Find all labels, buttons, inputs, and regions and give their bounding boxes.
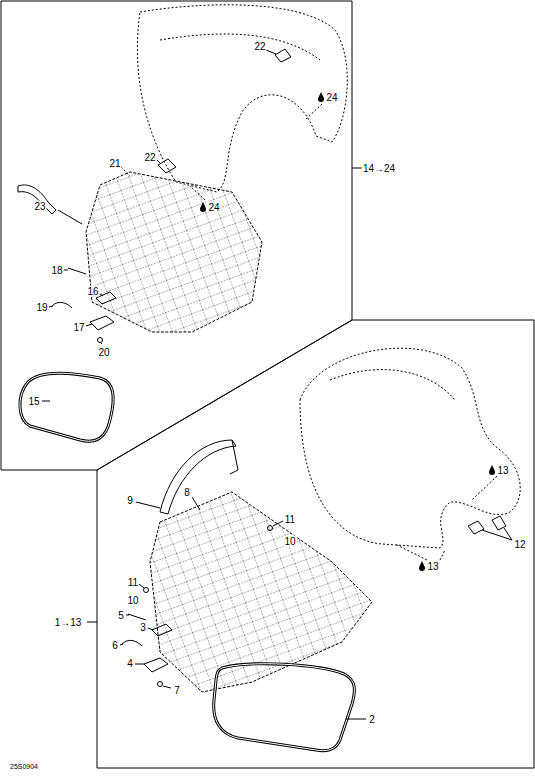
washer [144, 588, 149, 593]
callout-number: 4 [126, 658, 134, 669]
leader-line [163, 686, 171, 688]
callout-number: 6 [111, 640, 119, 651]
callout-number: 20 [97, 347, 110, 358]
leader-line [346, 719, 366, 720]
callout-number: 24 [207, 202, 220, 213]
clip [275, 49, 291, 62]
leader-line [42, 401, 50, 402]
leader-line [126, 615, 129, 616]
callout-number: 18 [50, 265, 63, 276]
callout-number: 3 [139, 622, 147, 633]
seat-base [150, 492, 372, 692]
nut [158, 682, 163, 687]
clip [158, 159, 176, 173]
leader-line [482, 530, 512, 540]
leader-line [472, 476, 497, 500]
leader-line [101, 343, 102, 344]
clip [468, 521, 484, 534]
spring [52, 302, 72, 308]
drop-symbol [200, 202, 206, 212]
callout-number: 5 [117, 610, 125, 621]
drop-symbol [419, 561, 425, 571]
drawing-code: 25S0904 [9, 763, 39, 771]
leader-line [87, 622, 97, 623]
callout-number: 21 [108, 158, 121, 169]
callout-number: 24 [325, 92, 338, 103]
leader-line [64, 270, 68, 271]
washer [268, 526, 273, 531]
latch [90, 316, 114, 330]
nut [98, 338, 103, 343]
callout-number: 23 [33, 201, 46, 212]
callout-number: 2 [368, 714, 376, 725]
callout-number: 11 [284, 514, 296, 525]
callout-number: 10 [126, 595, 139, 606]
callout-number: 10 [283, 536, 296, 547]
spring [122, 640, 142, 646]
leader-line [266, 50, 276, 54]
leader-line [58, 210, 82, 224]
sealant-drops [200, 92, 495, 571]
leader-line [86, 324, 92, 326]
callout-number: 22 [253, 41, 266, 52]
gasket-inner [214, 664, 355, 751]
seat-base [86, 172, 262, 332]
callout-number: 17 [72, 322, 85, 333]
drop-symbol [489, 465, 495, 475]
seat-cover-seam [330, 370, 455, 400]
callout-number: 22 [143, 152, 156, 163]
seat-cover-seam [160, 34, 320, 60]
callout-number: 16 [86, 286, 99, 297]
leader-line [273, 521, 283, 526]
callout-number: 19 [35, 302, 48, 313]
leader-line [135, 664, 144, 665]
seat-cover [300, 348, 520, 548]
callout-number: 15 [27, 396, 40, 407]
latch [144, 658, 168, 672]
latch-plate [152, 624, 172, 636]
leader-line [100, 294, 103, 296]
leader-line [190, 186, 205, 200]
top-panel [1, 1, 352, 470]
gasket-inner [20, 373, 113, 441]
leader-line [120, 644, 123, 645]
bolt [128, 614, 146, 620]
leader-line [352, 168, 362, 169]
clip [492, 516, 506, 530]
drop-symbol [318, 92, 324, 102]
callout-number: 13 [426, 561, 439, 572]
bottom-panel [97, 320, 534, 768]
callout-number: 7 [173, 685, 181, 696]
callout-number: 11 [127, 577, 139, 588]
gasket [214, 664, 355, 751]
leader-line [305, 104, 322, 120]
seat-cover [137, 5, 347, 192]
callout-number: 12 [513, 539, 526, 550]
leader-line [136, 502, 160, 508]
strap-end [230, 440, 238, 474]
leader-line [157, 160, 160, 163]
callout-number: 9 [126, 495, 134, 506]
callout-number: 13 [496, 465, 509, 476]
strap [18, 185, 56, 214]
group-range: 1→13 [54, 617, 83, 628]
callout-number: 8 [183, 487, 191, 498]
leader-line [504, 528, 512, 540]
leader-line [395, 544, 427, 560]
leader-line [121, 167, 130, 176]
leader-line [192, 497, 200, 510]
bolt [68, 268, 86, 274]
leader-line [440, 550, 445, 560]
leader-line [148, 628, 153, 630]
gasket [20, 373, 113, 441]
group-range: 14→24 [362, 163, 396, 174]
leader-line [49, 306, 53, 307]
leader-line [139, 584, 144, 588]
